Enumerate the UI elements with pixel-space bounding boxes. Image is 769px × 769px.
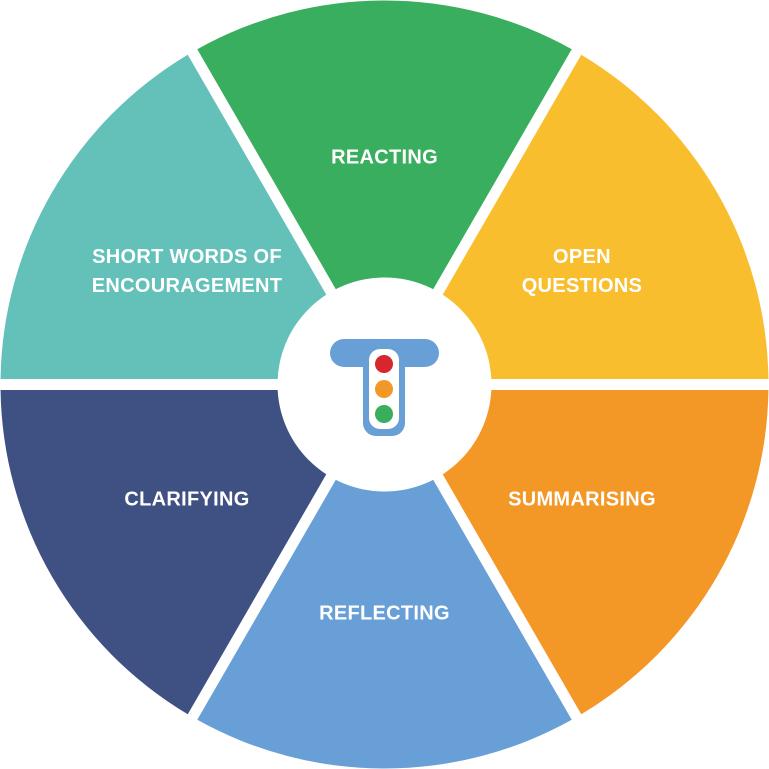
segment-short-words-of-encouragement [0,54,328,380]
segment-label-line: QUESTIONS [522,275,643,297]
segment-label-reacting: REACTING [331,147,438,169]
wheel-labels: REACTING OPEN QUESTIONS SUMMARISING REFLECTI… [92,147,656,625]
segment-label-open-questions: OPEN QUESTIONS [522,246,643,297]
segment-label-line: REFLECTING [319,603,450,625]
segment-label-line: CLARIFYING [124,489,249,511]
segment-label-line: OPEN [553,246,611,268]
segment-label-line: SHORT WORDS OF [92,246,282,268]
segment-label-clarifying: CLARIFYING [124,489,249,511]
red-light-icon [375,355,393,373]
segment-reflecting [197,478,572,769]
segment-open-questions [441,54,769,380]
segment-label-line: REACTING [331,147,438,169]
segment-label-reflecting: REFLECTING [319,603,450,625]
traffic-light-t-icon [330,339,439,436]
segment-reacting [197,0,572,291]
segment-label-line: SUMMARISING [508,489,656,511]
segment-clarifying [0,389,328,715]
segment-summarising [441,389,769,715]
green-light-icon [375,405,393,423]
segment-label-short-words-of-encouragement: SHORT WORDS OF ENCOURAGEMENT [92,246,283,297]
segment-label-line: ENCOURAGEMENT [92,275,283,297]
segment-label-summarising: SUMMARISING [508,489,656,511]
amber-light-icon [375,380,393,398]
